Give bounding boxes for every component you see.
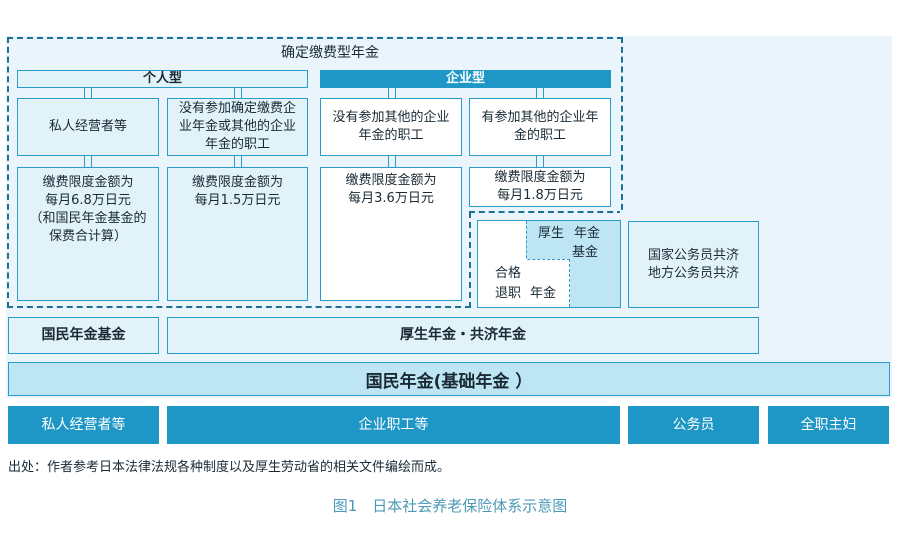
figure-caption: 图1 日本社会养老保险体系示意图: [332, 497, 568, 515]
dc-title: 确定缴费型年金: [281, 45, 379, 61]
connector: [536, 88, 544, 98]
dc-frame-step-top: [469, 211, 623, 213]
col4-bottom-text: 缴费限度金额为 每月1.8万日元: [494, 170, 586, 203]
col1-top-box: 私人经营者等: [17, 98, 159, 156]
dc-frame-step: [469, 212, 471, 308]
qualified-pension-area: [478, 259, 570, 307]
col1-bottom-box: 缴费限度金额为 每月6.8万日元 （和国民年金基金的 保费合计算）: [17, 167, 159, 301]
group-civil-servants: 公务员: [628, 406, 759, 444]
national-basic-pension-box: 国民年金(基础年金 ）: [8, 362, 890, 396]
national-pension-fund-box: 国民年金基金: [8, 317, 159, 354]
col1-bottom-text: 缴费限度金额为 每月6.8万日元 （和国民年金基金的 保费合计算）: [29, 175, 147, 244]
welfare-mutual-pension-box: 厚生年金・共济年金: [167, 317, 759, 354]
group-self-employed: 私人经营者等: [8, 406, 159, 444]
col4-bottom-box: 缴费限度金额为 每月1.8万日元: [469, 167, 611, 207]
corporate-type-header: 企业型: [320, 70, 611, 88]
col1-top-text: 私人经营者等: [48, 119, 127, 134]
qualified-label-3: 年金: [530, 286, 557, 301]
qualified-pension-area-upper: [478, 221, 526, 260]
connector: [234, 88, 242, 98]
connector: [84, 156, 92, 167]
dc-frame-bottom-left: [7, 306, 471, 308]
connector: [536, 156, 544, 167]
col2-top-box: 没有参加确定缴费企 业年金或其他的企业 年金的职工: [167, 98, 308, 156]
welfare-fund-label-3: 基金: [572, 245, 599, 260]
group-civil-servants-text: 公务员: [672, 416, 715, 433]
col4-top-text: 有参加其他的企业年 金的职工: [481, 110, 599, 143]
source-note: 出处：作者参考日本法律法规各种制度以及厚生劳动省的相关文件编绘而成。: [8, 460, 451, 475]
welfare-mutual-pension-text: 厚生年金・共济年金: [400, 327, 526, 343]
col2-top-text: 没有参加确定缴费企 业年金或其他的企业 年金的职工: [178, 101, 296, 152]
qualified-label-2: 退职: [495, 286, 522, 301]
col2-bottom-text: 缴费限度金额为 每月1.5万日元: [191, 175, 283, 208]
group-self-employed-text: 私人经营者等: [41, 416, 126, 433]
col4-top-box: 有参加其他的企业年 金的职工: [469, 98, 611, 156]
national-pension-fund-text: 国民年金基金: [41, 327, 126, 343]
col3-top-box: 没有参加其他的企业 年金的职工: [320, 98, 462, 156]
dc-frame-right-cut: [620, 211, 626, 309]
connector: [388, 88, 396, 98]
group-housewives: 全职主妇: [768, 406, 889, 444]
connector: [388, 156, 396, 167]
connector: [84, 88, 92, 98]
group-employees-text: 企业职工等: [358, 416, 429, 433]
group-housewives-text: 全职主妇: [800, 416, 857, 433]
welfare-fund-label-1: 厚生: [538, 226, 565, 241]
col3-top-text: 没有参加其他的企业 年金的职工: [332, 110, 450, 143]
connector: [234, 156, 242, 167]
civil-servant-mutual-text: 国家公务员共济 地方公务员共济: [647, 247, 739, 281]
national-basic-pension-text: 国民年金(基础年金 ）: [365, 371, 533, 392]
dc-outer-frame: [7, 37, 623, 308]
group-employees: 企业职工等: [167, 406, 620, 444]
col3-bottom-text: 缴费限度金额为 每月3.6万日元: [345, 173, 437, 206]
welfare-fund-label-2: 年金: [574, 226, 601, 241]
qualified-label-1: 合格: [495, 266, 522, 281]
civil-servant-mutual-box: 国家公务员共济 地方公务员共济: [628, 221, 759, 308]
col3-bottom-box: 缴费限度金额为 每月3.6万日元: [320, 167, 462, 301]
col2-bottom-box: 缴费限度金额为 每月1.5万日元: [167, 167, 308, 301]
individual-type-header: 个人型: [17, 70, 308, 88]
